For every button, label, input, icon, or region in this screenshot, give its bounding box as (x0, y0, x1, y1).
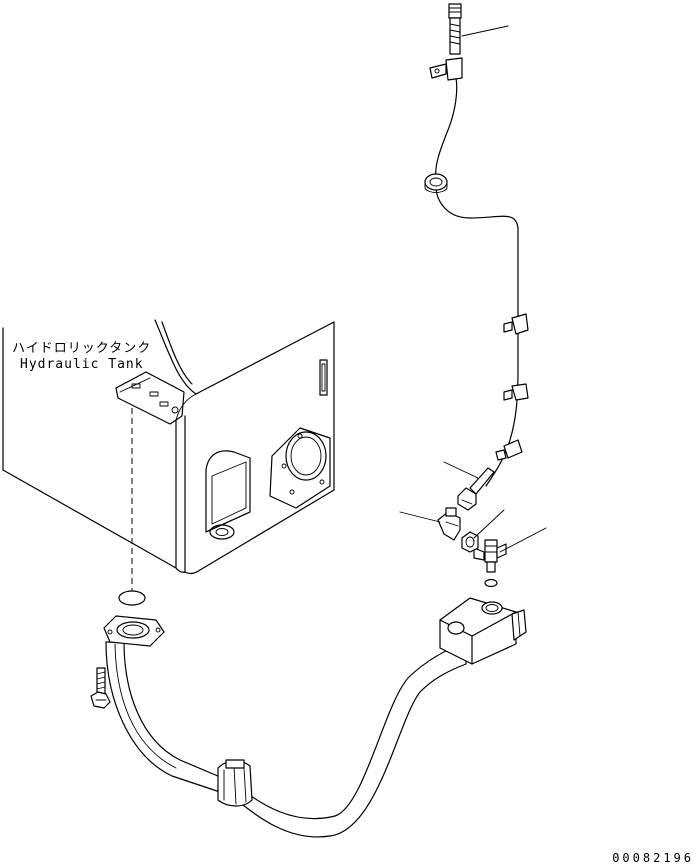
tank-label-en: Hydraulic Tank (20, 357, 144, 372)
drawing-number: 00082196 (612, 851, 694, 865)
small-o-ring (484, 578, 498, 588)
gasket (118, 590, 146, 606)
cable-connector (448, 3, 462, 55)
hydraulic-tank (2, 319, 335, 575)
tank-label-jp: ハイドロリックタンク (12, 341, 151, 356)
elbow-fitting (437, 507, 461, 541)
sensor-cable (424, 57, 529, 487)
hose-end (457, 467, 495, 511)
valve-block (439, 597, 527, 665)
adapter-nut (461, 531, 479, 553)
tee-fitting (473, 539, 507, 573)
leader-lines (399, 25, 547, 553)
suction-pipe (103, 615, 467, 838)
flange-bolt (90, 667, 111, 709)
